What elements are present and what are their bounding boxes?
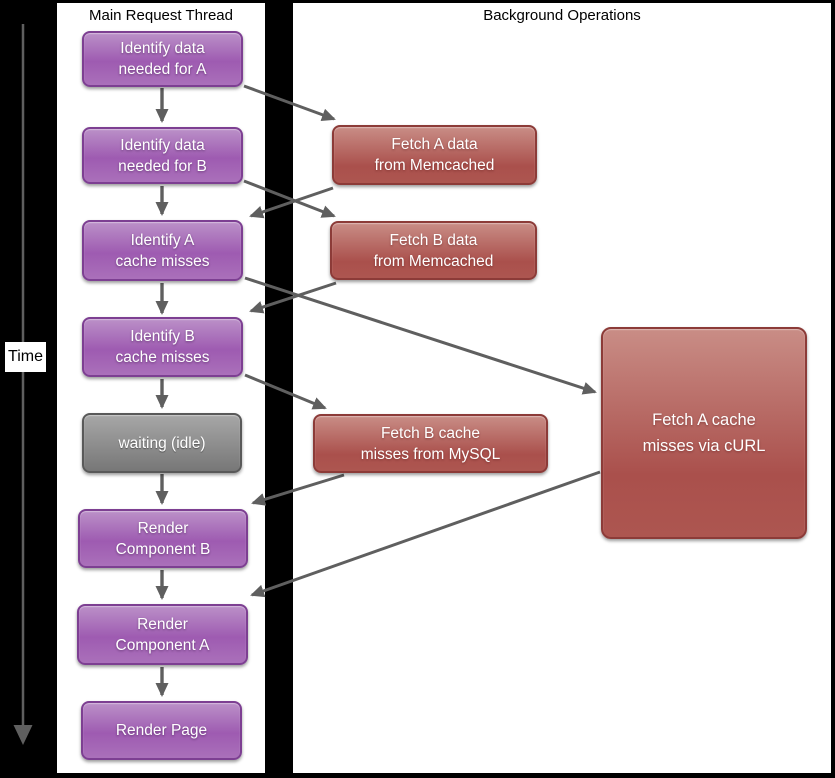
edge-fetch-b-cache-misses-to-render-component-b xyxy=(251,473,345,506)
node-identify-a-cache-misses: Identify A cache misses xyxy=(82,220,243,281)
node-identify-data-a: Identify data needed for A xyxy=(82,31,243,87)
edge-fetch-a-data-to-identify-a-cache-misses xyxy=(249,186,334,219)
node-render-page: Render Page xyxy=(81,701,242,760)
node-fetch-a-data: Fetch A data from Memcached xyxy=(332,125,537,185)
edge-identify-data-a-to-fetch-a-data xyxy=(243,84,336,121)
node-waiting-idle: waiting (idle) xyxy=(82,413,242,473)
node-fetch-b-cache-misses: Fetch B cache misses from MySQL xyxy=(313,414,548,473)
node-render-component-a: Render Component A xyxy=(77,604,248,665)
node-identify-b-cache-misses: Identify B cache misses xyxy=(82,317,243,377)
node-fetch-b-data: Fetch B data from Memcached xyxy=(330,221,537,280)
time-axis-label: Time xyxy=(5,342,46,372)
background-operations-lane-title: Background Operations xyxy=(483,7,641,24)
node-fetch-a-cache-misses: Fetch A cache misses via cURL xyxy=(601,327,807,539)
edge-identify-data-b-to-fetch-b-data xyxy=(243,179,336,218)
node-identify-data-b: Identify data needed for B xyxy=(82,127,243,184)
edge-identify-b-cache-misses-to-fetch-b-cache-misses xyxy=(244,373,327,410)
node-render-component-b: Render Component B xyxy=(78,509,248,568)
edge-fetch-a-cache-misses-to-render-component-a xyxy=(250,470,601,598)
main-thread-lane-title: Main Request Thread xyxy=(89,7,233,24)
edge-identify-a-cache-misses-to-fetch-a-cache-misses xyxy=(244,276,597,395)
edge-fetch-b-data-to-identify-b-cache-misses xyxy=(249,281,337,314)
